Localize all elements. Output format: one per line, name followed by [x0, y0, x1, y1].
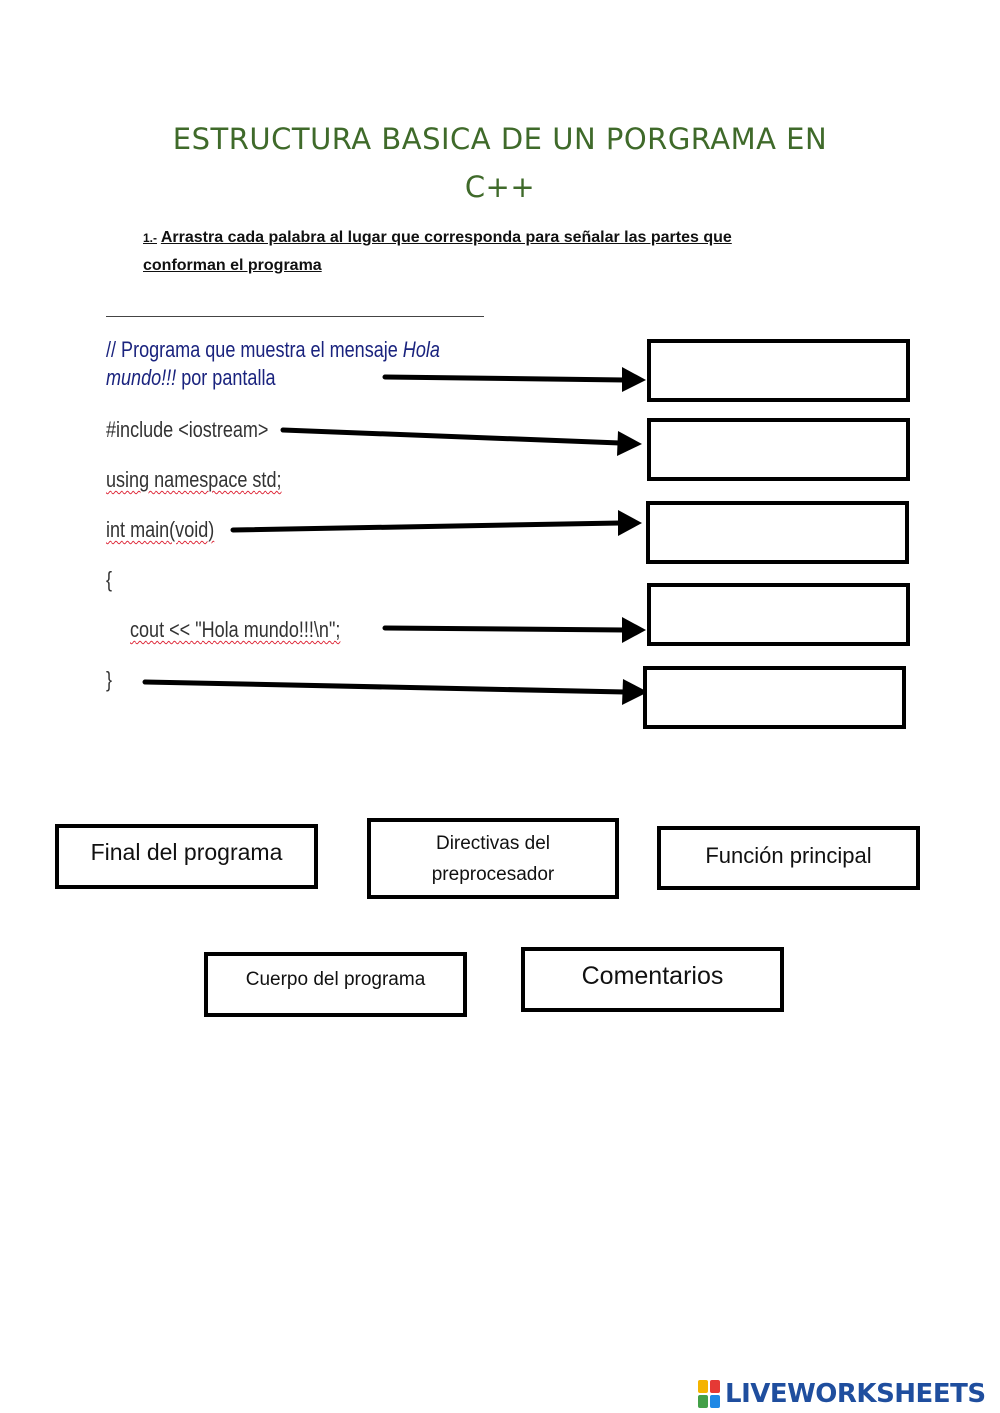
code-main-line: int main(void) — [106, 517, 214, 543]
code-comment-pantalla: por pantalla — [176, 365, 276, 390]
chip-cuerpo-del-programa[interactable]: Cuerpo del programa — [204, 952, 467, 1017]
instruction: 1.- Arrastra cada palabra al lugar que c… — [143, 224, 803, 279]
divider-line — [106, 316, 484, 317]
arrow-include — [280, 427, 623, 446]
arrow-cout-head — [622, 617, 646, 643]
page-title-line-1: ESTRUCTURA BASICA DE UN PORGRAMA EN — [172, 122, 828, 156]
code-using-text: using namespace std; — [106, 467, 282, 492]
answer-box-cout[interactable] — [647, 583, 910, 646]
arrow-comment — [382, 374, 628, 383]
instruction-number: 1.- — [143, 231, 158, 245]
code-comment-text: // Programa que muestra el mensaje — [106, 337, 403, 362]
code-include-line: #include <iostream> — [106, 417, 269, 442]
arrow-main-head — [618, 510, 642, 536]
answer-box-include[interactable] — [647, 418, 910, 481]
code-comment-hola: Hola — [402, 337, 440, 362]
arrow-comment-head — [622, 367, 646, 392]
code-comment-mundo: mundo!!! — [106, 365, 177, 390]
code-open-brace: { — [106, 567, 113, 592]
arrow-close-brace-head — [622, 679, 648, 705]
arrow-cout — [382, 625, 628, 633]
logo-text: LIVEWORKSHEETS — [725, 1379, 986, 1409]
answer-box-comment[interactable] — [647, 339, 910, 402]
chip-directivas-preprocesador[interactable]: Directivas del preprocesador — [367, 818, 619, 899]
arrow-include-head — [617, 431, 642, 456]
answer-box-main[interactable] — [646, 501, 909, 564]
chip-funcion-principal[interactable]: Función principal — [657, 826, 920, 890]
code-using-line: using namespace std; — [106, 467, 282, 493]
instruction-text: Arrastra cada palabra al lugar que corre… — [143, 229, 732, 274]
liveworksheets-logo: LIVEWORKSHEETS — [698, 1378, 986, 1410]
arrow-main — [230, 520, 623, 533]
answer-box-close-brace[interactable] — [643, 666, 906, 729]
code-close-brace: } — [106, 667, 113, 692]
chip-final-del-programa[interactable]: Final del programa — [55, 824, 318, 889]
logo-mark-icon — [698, 1380, 722, 1408]
code-comment: // Programa que muestra el mensaje Hola … — [106, 336, 440, 392]
code-cout-text: cout << "Hola mundo!!!\n"; — [130, 617, 341, 642]
page-title-line-2: C++ — [464, 170, 536, 204]
code-main-text: int main(void) — [106, 517, 215, 542]
arrow-close-brace — [142, 679, 628, 695]
code-cout-line: cout << "Hola mundo!!!\n"; — [130, 617, 340, 643]
chip-comentarios[interactable]: Comentarios — [521, 947, 784, 1012]
